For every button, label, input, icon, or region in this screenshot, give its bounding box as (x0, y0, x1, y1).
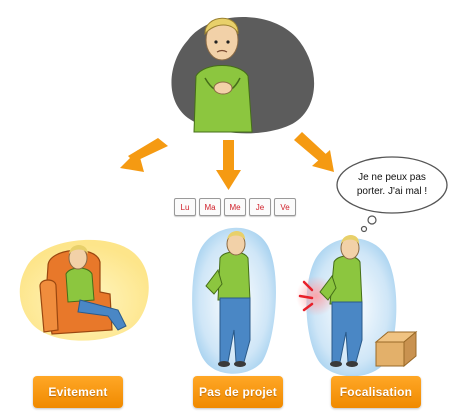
day-tuesday: Ma (199, 198, 221, 216)
day-label: Ma (204, 202, 216, 212)
standing-figure (192, 227, 276, 374)
day-monday: Lu (174, 198, 196, 216)
speech-bubble-text: Je ne peux pas porter. J'ai mal ! (340, 171, 444, 199)
arrow-right (294, 132, 334, 172)
focalisation-figure (296, 156, 448, 377)
day-label: Lu (180, 202, 190, 212)
speech-bubble (336, 156, 448, 233)
armchair-figure (19, 239, 149, 341)
label-focalisation: Focalisation (331, 376, 421, 408)
speech-line-2: porter. J'ai mal ! (356, 186, 428, 197)
label-evitement: Evitement (33, 376, 123, 408)
speech-line-1: Je ne peux pas (358, 172, 426, 183)
day-wednesday: Me (224, 198, 246, 216)
day-label: Ve (280, 202, 290, 212)
day-friday: Ve (274, 198, 296, 216)
top-shirt (193, 65, 253, 133)
day-thursday: Je (249, 198, 271, 216)
arrow-left (120, 138, 168, 172)
day-label: Je (255, 202, 265, 212)
label-pas-de-projet: Pas de projet (193, 376, 283, 408)
worried-person-figure (171, 17, 315, 134)
day-label: Me (229, 202, 241, 212)
weekday-calendar: Lu Ma Me Je Ve (174, 198, 296, 216)
cardboard-box (374, 330, 418, 368)
arrow-center (216, 140, 241, 190)
